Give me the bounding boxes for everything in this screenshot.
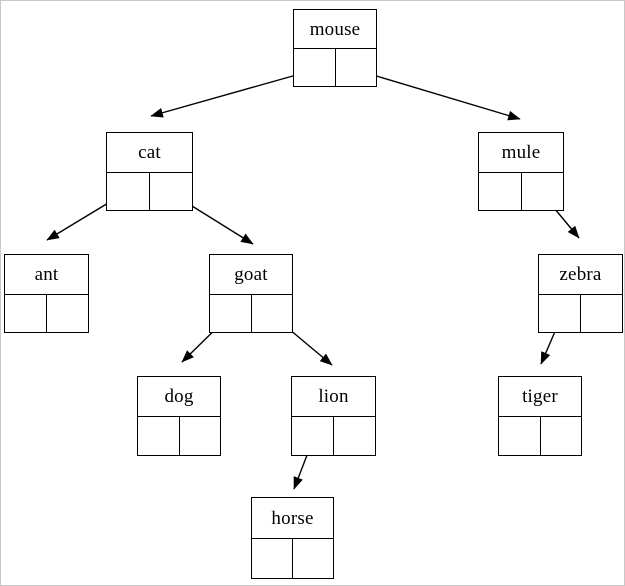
- pointer-row-mouse: [294, 48, 376, 86]
- tree-node-goat[interactable]: goat: [209, 254, 293, 333]
- right-pointer-cell-dog[interactable]: [179, 417, 220, 455]
- left-pointer-cell-cat[interactable]: [107, 172, 150, 210]
- pointer-row-horse: [252, 538, 333, 578]
- edge-mouse-right-mule: [352, 68, 521, 121]
- tree-node-horse[interactable]: horse: [251, 497, 334, 579]
- left-pointer-cell-zebra[interactable]: [539, 294, 581, 332]
- pointer-row-ant: [5, 293, 88, 332]
- right-pointer-cell-horse[interactable]: [293, 539, 333, 578]
- tree-node-label-zebra: zebra: [559, 263, 602, 285]
- pointer-row-goat: [210, 293, 292, 332]
- left-pointer-cell-mouse[interactable]: [294, 49, 336, 86]
- left-pointer-cell-tiger[interactable]: [499, 417, 541, 455]
- right-pointer-cell-mule[interactable]: [521, 172, 563, 210]
- tree-node-zebra[interactable]: zebra: [538, 254, 623, 333]
- pointer-row-lion: [292, 416, 375, 455]
- tree-node-label-cat: cat: [138, 141, 161, 163]
- left-pointer-cell-lion[interactable]: [292, 417, 334, 455]
- pointer-row-cat: [107, 171, 192, 210]
- edge-mouse-left-cat: [150, 69, 315, 118]
- right-pointer-cell-ant[interactable]: [47, 294, 88, 332]
- tree-node-label-horse: horse: [271, 507, 314, 529]
- right-pointer-cell-tiger[interactable]: [540, 417, 581, 455]
- tree-node-lion[interactable]: lion: [291, 376, 376, 456]
- right-pointer-cell-cat[interactable]: [150, 172, 192, 210]
- right-pointer-cell-mouse[interactable]: [335, 49, 376, 86]
- tree-node-cat[interactable]: cat: [106, 132, 193, 211]
- tree-node-label-lion: lion: [318, 386, 349, 407]
- left-pointer-cell-dog[interactable]: [138, 417, 180, 455]
- pointer-row-zebra: [539, 293, 622, 332]
- left-pointer-cell-ant[interactable]: [5, 294, 47, 332]
- left-pointer-cell-goat[interactable]: [210, 294, 252, 332]
- pointer-row-dog: [138, 416, 220, 455]
- tree-node-label-mule: mule: [501, 141, 541, 163]
- tree-node-label-goat: goat: [234, 263, 268, 285]
- tree-node-label-mouse: mouse: [309, 18, 361, 40]
- tree-node-mule[interactable]: mule: [478, 132, 564, 211]
- tree-node-label-dog: dog: [164, 386, 194, 407]
- tree-node-ant[interactable]: ant: [4, 254, 89, 333]
- right-pointer-cell-lion[interactable]: [334, 417, 375, 455]
- left-pointer-cell-mule[interactable]: [479, 172, 522, 210]
- tree-node-mouse[interactable]: mouse: [293, 9, 377, 87]
- left-pointer-cell-horse[interactable]: [252, 539, 293, 578]
- pointer-row-tiger: [499, 416, 581, 455]
- tree-node-tiger[interactable]: tiger: [498, 376, 582, 456]
- tree-node-dog[interactable]: dog: [137, 376, 221, 456]
- pointer-row-mule: [479, 171, 563, 210]
- right-pointer-cell-zebra[interactable]: [581, 294, 622, 332]
- tree-node-label-ant: ant: [34, 263, 59, 285]
- tree-node-label-tiger: tiger: [522, 386, 558, 407]
- right-pointer-cell-goat[interactable]: [251, 294, 292, 332]
